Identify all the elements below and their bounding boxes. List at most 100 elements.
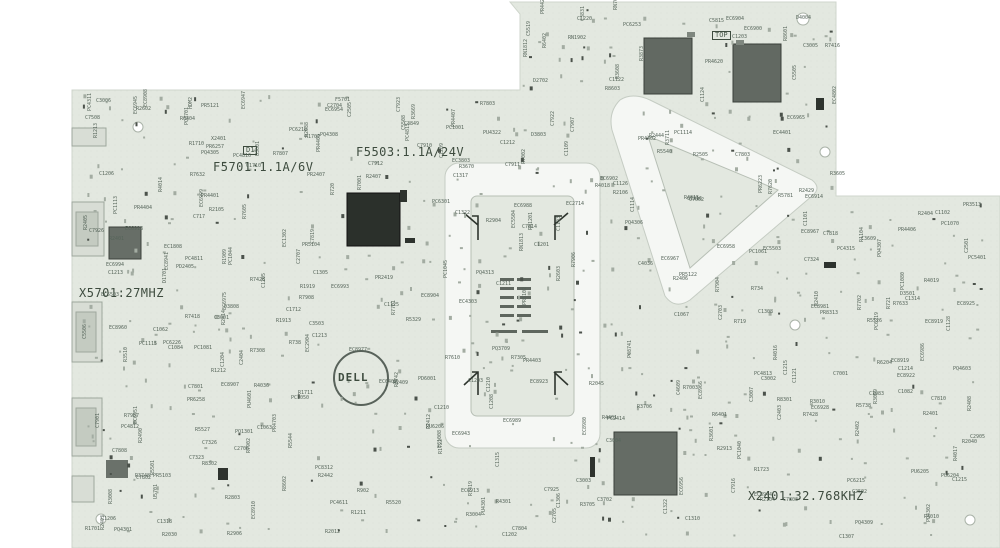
refdes-label: EC6956 bbox=[679, 476, 685, 495]
refdes-label: C1214 bbox=[898, 366, 914, 372]
component-pad bbox=[889, 319, 893, 322]
refdes-label: R2490 bbox=[138, 427, 144, 443]
component-pad bbox=[521, 339, 525, 342]
refdes-label: C7803 bbox=[735, 152, 751, 158]
component-pad bbox=[537, 167, 540, 170]
component-pad bbox=[438, 148, 441, 153]
component-pad bbox=[173, 191, 177, 196]
refdes-label: RN1812 bbox=[523, 38, 529, 57]
refdes-label: R2407 bbox=[366, 174, 382, 180]
component-pad bbox=[758, 509, 761, 512]
refdes-label: R8601 bbox=[783, 25, 789, 41]
component-pad bbox=[591, 259, 595, 262]
refdes-label: R5527 bbox=[195, 427, 211, 433]
component-pad bbox=[168, 363, 171, 368]
refdes-label: PC4311 bbox=[87, 92, 93, 111]
refdes-label: R4019 bbox=[924, 278, 940, 284]
refdes-label: EC8981 bbox=[811, 304, 830, 310]
component-pad bbox=[809, 403, 813, 406]
refdes-label: PR4405 bbox=[316, 133, 322, 152]
component-pad bbox=[824, 35, 828, 38]
refdes-label: R3670 bbox=[459, 164, 475, 170]
refdes-label: PU6204 bbox=[941, 473, 960, 479]
refdes-label: C1210 bbox=[434, 405, 450, 411]
component-pad bbox=[670, 149, 673, 154]
refdes-label: C3002 bbox=[761, 376, 777, 382]
component-pad bbox=[143, 136, 146, 139]
component-pad bbox=[538, 41, 542, 44]
component-pad bbox=[497, 116, 500, 121]
component-pad bbox=[612, 55, 616, 57]
refdes-label: PC4611 bbox=[330, 500, 349, 506]
component-pad bbox=[723, 413, 727, 418]
refdes-label: PC1044 bbox=[228, 246, 234, 265]
component-pad bbox=[170, 218, 174, 221]
component-pad bbox=[628, 351, 631, 356]
component-pad bbox=[346, 255, 350, 260]
component-pad bbox=[300, 122, 303, 125]
component-pad bbox=[715, 24, 718, 29]
component-pad bbox=[310, 479, 313, 482]
component-pad bbox=[776, 271, 779, 274]
component-pad bbox=[422, 259, 426, 264]
component-pad bbox=[440, 422, 444, 425]
refdes-label: R2012 bbox=[325, 529, 341, 535]
component-pad bbox=[777, 240, 781, 245]
component-pad bbox=[923, 522, 927, 525]
refdes-label: C717 bbox=[193, 214, 206, 220]
refdes-label: PR3513 bbox=[963, 202, 982, 208]
refdes-label: PR4620 bbox=[705, 59, 724, 65]
dell-logo bbox=[333, 350, 389, 406]
refdes-label: C1306 bbox=[556, 492, 562, 508]
component-pad bbox=[228, 312, 232, 315]
refdes-label: PC1045 bbox=[443, 259, 449, 278]
component-pad bbox=[685, 305, 688, 308]
component-pad bbox=[469, 445, 471, 448]
component-pad bbox=[380, 297, 383, 302]
refdes-label: C1216 bbox=[687, 196, 703, 202]
component-pad bbox=[774, 179, 777, 183]
refdes-label: D3501 bbox=[900, 291, 916, 297]
component-pad bbox=[584, 189, 587, 194]
refdes-label: R8602 bbox=[282, 475, 288, 491]
component-pad bbox=[281, 354, 284, 357]
component-pad bbox=[735, 414, 739, 418]
refdes-label: RN1813 bbox=[519, 232, 525, 251]
component-pad bbox=[197, 193, 200, 196]
component-pad bbox=[741, 309, 744, 312]
component-pad bbox=[194, 493, 197, 498]
component-pad bbox=[82, 104, 85, 109]
component-pad bbox=[485, 320, 489, 323]
component-pad bbox=[385, 529, 388, 533]
refdes-label: PC6218 bbox=[289, 127, 308, 133]
component-pad bbox=[962, 281, 966, 284]
component-pad bbox=[297, 394, 300, 399]
component-pad bbox=[552, 437, 555, 442]
component-pad bbox=[793, 34, 797, 37]
component-pad bbox=[537, 241, 540, 246]
component-pad bbox=[725, 340, 728, 343]
component-pad bbox=[365, 382, 369, 385]
component-pad bbox=[864, 298, 867, 303]
refdes-label: PC8312 bbox=[315, 465, 334, 471]
refdes-label: PR4401 bbox=[201, 193, 220, 199]
component-pad bbox=[890, 408, 893, 412]
component-pad bbox=[299, 191, 303, 193]
component-pad bbox=[807, 113, 810, 118]
refdes-label: R2602 bbox=[136, 106, 152, 112]
component-pad bbox=[603, 323, 607, 328]
refdes-label: C1215 bbox=[952, 477, 968, 483]
component-pad bbox=[812, 38, 815, 41]
refdes-label: EC6947 bbox=[241, 90, 247, 109]
component-pad bbox=[133, 478, 136, 481]
refdes-label: PC1070 bbox=[941, 221, 960, 227]
component-pad bbox=[458, 281, 461, 284]
component-pad bbox=[719, 212, 722, 215]
refdes-label: EC4401 bbox=[773, 130, 792, 136]
refdes-label: PR5103 bbox=[153, 473, 172, 479]
refdes-label: R3748 bbox=[135, 473, 151, 479]
refdes-label: C7911 bbox=[505, 162, 521, 168]
component-pad bbox=[855, 356, 859, 359]
refdes-label: C2707 bbox=[296, 248, 302, 264]
refdes-label: U3601 bbox=[255, 140, 261, 156]
